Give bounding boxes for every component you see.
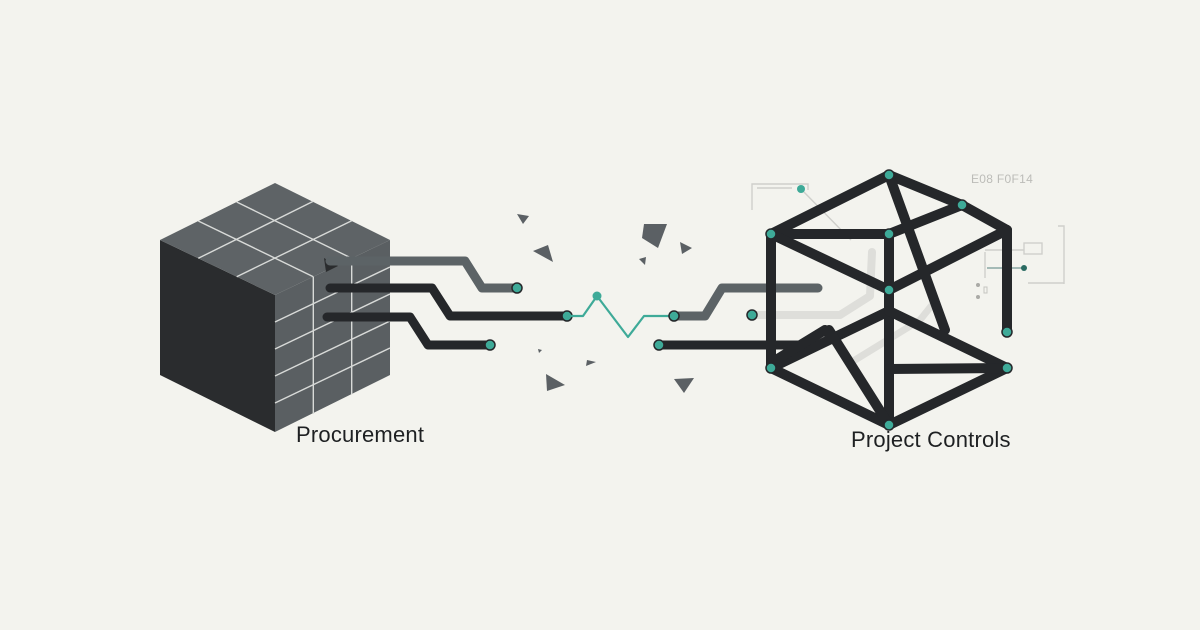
procurement-label: Procurement [296,422,425,447]
zigzag-connector [567,291,674,339]
technical-overlay [751,183,1065,284]
node-dot-icon [668,310,680,322]
project-controls-label: Project Controls [851,427,1011,452]
node-dot-icon [1001,362,1013,374]
node-dot-icon [592,291,602,301]
node-dot-icon [746,309,758,321]
node-dot-icon [956,199,968,211]
procurement-cube-icon [160,183,391,432]
node-dot-icon [511,282,523,294]
node-dot-icon [765,362,777,374]
node-dot-icon [883,169,895,181]
node-dot-icon [883,228,895,240]
node-dot-icon [883,419,895,431]
node-dot-icon [765,228,777,240]
broken-shards [517,214,694,393]
project-controls-nodes [653,169,1013,431]
node-dot-icon [484,339,496,351]
node-dot-icon [653,339,665,351]
node-dot-icon [1001,326,1013,338]
node-dot-icon [883,284,895,296]
procurement-wires [322,256,573,350]
annotation-code: E08 F0F14 [971,172,1034,186]
project-controls-wireframe-icon [766,170,1012,430]
